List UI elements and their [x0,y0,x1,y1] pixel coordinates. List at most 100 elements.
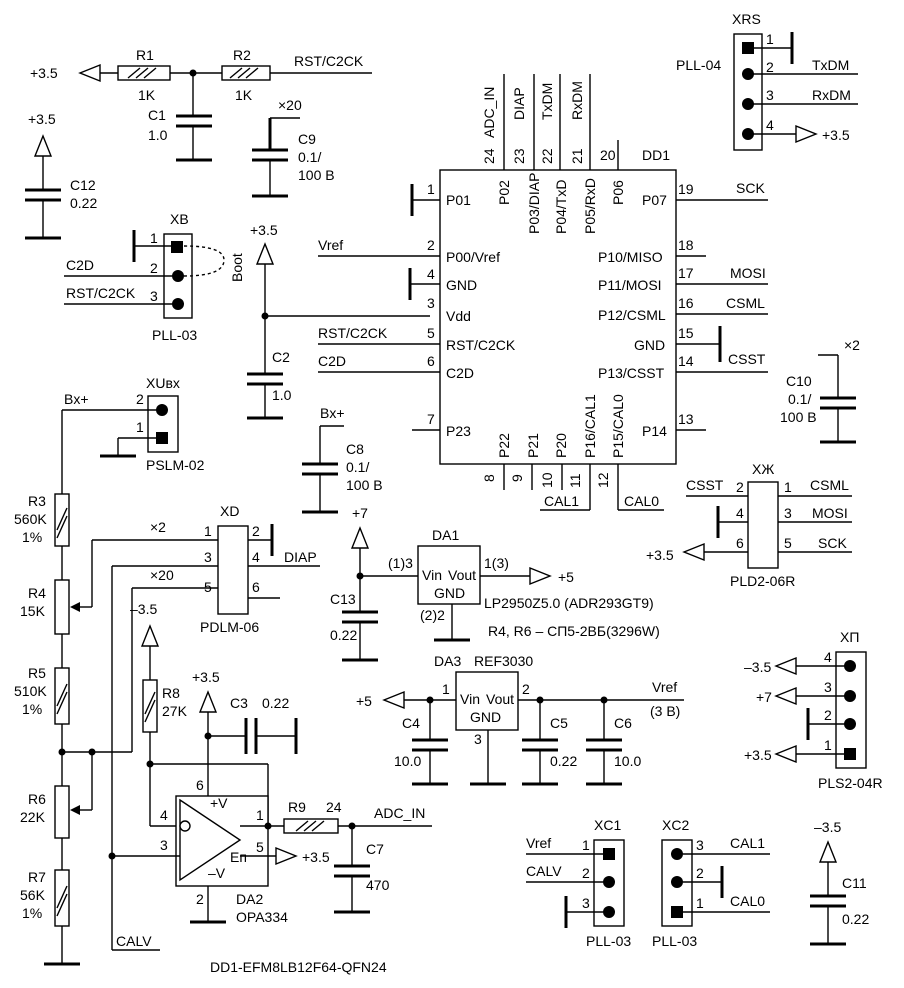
dd1-rn2: P10/MISO [598,249,663,265]
xb-connector: XB 1 2 C2D 3 RST/C2CK Boot PLL-03 [64,211,245,343]
c8-net: Bx+ [320,405,345,421]
xuvx-type: PSLM-02 [146,457,205,473]
dd1-rn4: P12/CSML [598,307,666,323]
da2-pv: +V [210,795,228,811]
da1-p-out: 1(3) [484,555,509,571]
c5-ref: C5 [550,715,568,731]
csml-net-xzh: CSML [810,477,849,493]
vref-value: (3 B) [650,703,680,719]
dd1-lp1: 1 [427,181,435,197]
dd1-tn2: P03/DIAP [526,173,542,234]
xb-pin3: 3 [150,288,158,304]
da1-in: Vin [422,567,442,583]
dd1-rp3: 17 [678,265,694,281]
dd1-bp2: 9 [509,474,525,482]
mosi-net-xzh: MOSI [812,505,848,521]
xd-pin4: 4 [252,549,260,565]
c6-ref: C6 [614,715,632,731]
power-arrow-35-r1 [78,63,101,83]
dd1-tn3: P04/TxD [553,180,569,234]
xzh-ref: ХЖ [752,461,774,477]
dd1-bp3: 10 [539,472,555,488]
dd1-bn4: P16/CAL1 [582,394,598,458]
xc1-pin1: 1 [582,837,590,853]
c5-value: 0.22 [550,753,577,769]
da2-p6: 6 [196,777,204,793]
da2-p3: 3 [160,837,168,853]
r3-tol: 1% [22,529,42,545]
xzh-pin4: 4 [736,505,744,521]
dd1-ln3: GND [446,277,477,293]
dd1-tn4: P05/RxD [582,178,598,234]
dd1-bn2: P21 [525,433,541,458]
da1-output-power: +5 [558,569,574,585]
dd1-ref: DD1 [642,147,670,163]
c7-ref: C7 [366,841,384,857]
dd1-bn1: P22 [496,433,512,458]
da2-en-power: +3.5 [302,849,330,865]
c9-value1: 0.1/ [298,149,321,165]
da3-in: Vin [460,691,480,707]
sck-net-dd1: SCK [736,180,765,196]
c9-mult: ×20 [278,97,302,113]
xzh-pin1: 1 [784,479,792,495]
resistor-r8 [142,679,158,733]
dd1-bn3: P20 [553,433,569,458]
rxdm-net: RxDM [812,87,851,103]
xc1-pin3: 3 [582,895,590,911]
c10-value1: 0.1/ [788,391,811,407]
xd-pin3: 3 [204,549,212,565]
da1-p-in: (1)3 [388,555,413,571]
xp-pin2: 2 [824,707,832,723]
xzh-power: +3.5 [646,547,674,563]
da1-note2: R4, R6 – СП5-2ВБ(3296W) [488,623,660,639]
rst-net-xb: RST/C2CK [66,285,136,301]
rst-net-top: RST/C2CK [294,53,364,69]
xc1-type: PLL-03 [586,933,631,949]
c2-group: +3.5 C2 1.0 [247,222,430,420]
xrs-pin1: 1 [766,31,774,47]
da3-gnd: GND [470,709,501,725]
dd1-ln4: Vdd [446,308,471,324]
xp-type: PLS2-04R [818,775,883,791]
vref-net-da3: Vref [652,679,677,695]
xzh-pin6: 6 [736,535,744,551]
dd1-tp3: 22 [539,148,555,164]
c11-power: –3.5 [814,819,841,835]
r7-value: 56K [20,887,46,903]
c9-ref: C9 [298,131,316,147]
da1-out: Vout [448,567,476,583]
dd1-lp2: 2 [427,237,435,253]
dd1-rp7: 13 [678,411,694,427]
c8-group: Bx+ C8 0.1/ 100 B [302,405,383,514]
xc2-pin1: 1 [696,895,704,911]
txdm-net: TxDM [812,57,849,73]
dd1-footer: DD1-EFM8LB12F64-QFN24 [210,959,387,975]
c3-ref: C3 [230,695,248,711]
da2-p5: 5 [256,839,264,855]
xuvx-pin1: 1 [136,419,144,435]
da3-p1: 1 [442,681,450,697]
dd1-lp3: 4 [427,266,435,282]
cal1-net-xc2: CAL1 [730,835,765,851]
da2-en: Eп [230,849,247,865]
dd1-rp6: 14 [678,353,694,369]
da3-reference: DA3 REF3030 +5 Vin Vout GND 1 2 3 Vref (… [356,653,684,786]
c7-value: 470 [366,877,390,893]
xc2-pin2: 2 [696,865,704,881]
c12-power: +3.5 [28,111,56,127]
c3-value: 0.22 [262,695,289,711]
da1-note1: LP2950Z5.0 (ADR293GT9) [484,595,654,611]
dd1-chip: DD1 1 P01 Vref 2 P00/Vref 4 GND 3 Vdd RS… [318,74,768,511]
dd1-rn5: GND [634,337,665,353]
xp-ref: ХП [840,629,859,645]
da3-out: Vout [486,691,514,707]
calv-net-left: CALV [116,933,152,949]
xd-ref: XD [220,503,239,519]
txd-net-top: TxDM [539,83,555,120]
c9-group: ×20 C9 0.1/ 100 B [252,97,335,198]
xp-net4: –3.5 [744,659,771,675]
adc-net-top: ADC_IN [481,87,497,138]
r5-tol: 1% [22,701,42,717]
